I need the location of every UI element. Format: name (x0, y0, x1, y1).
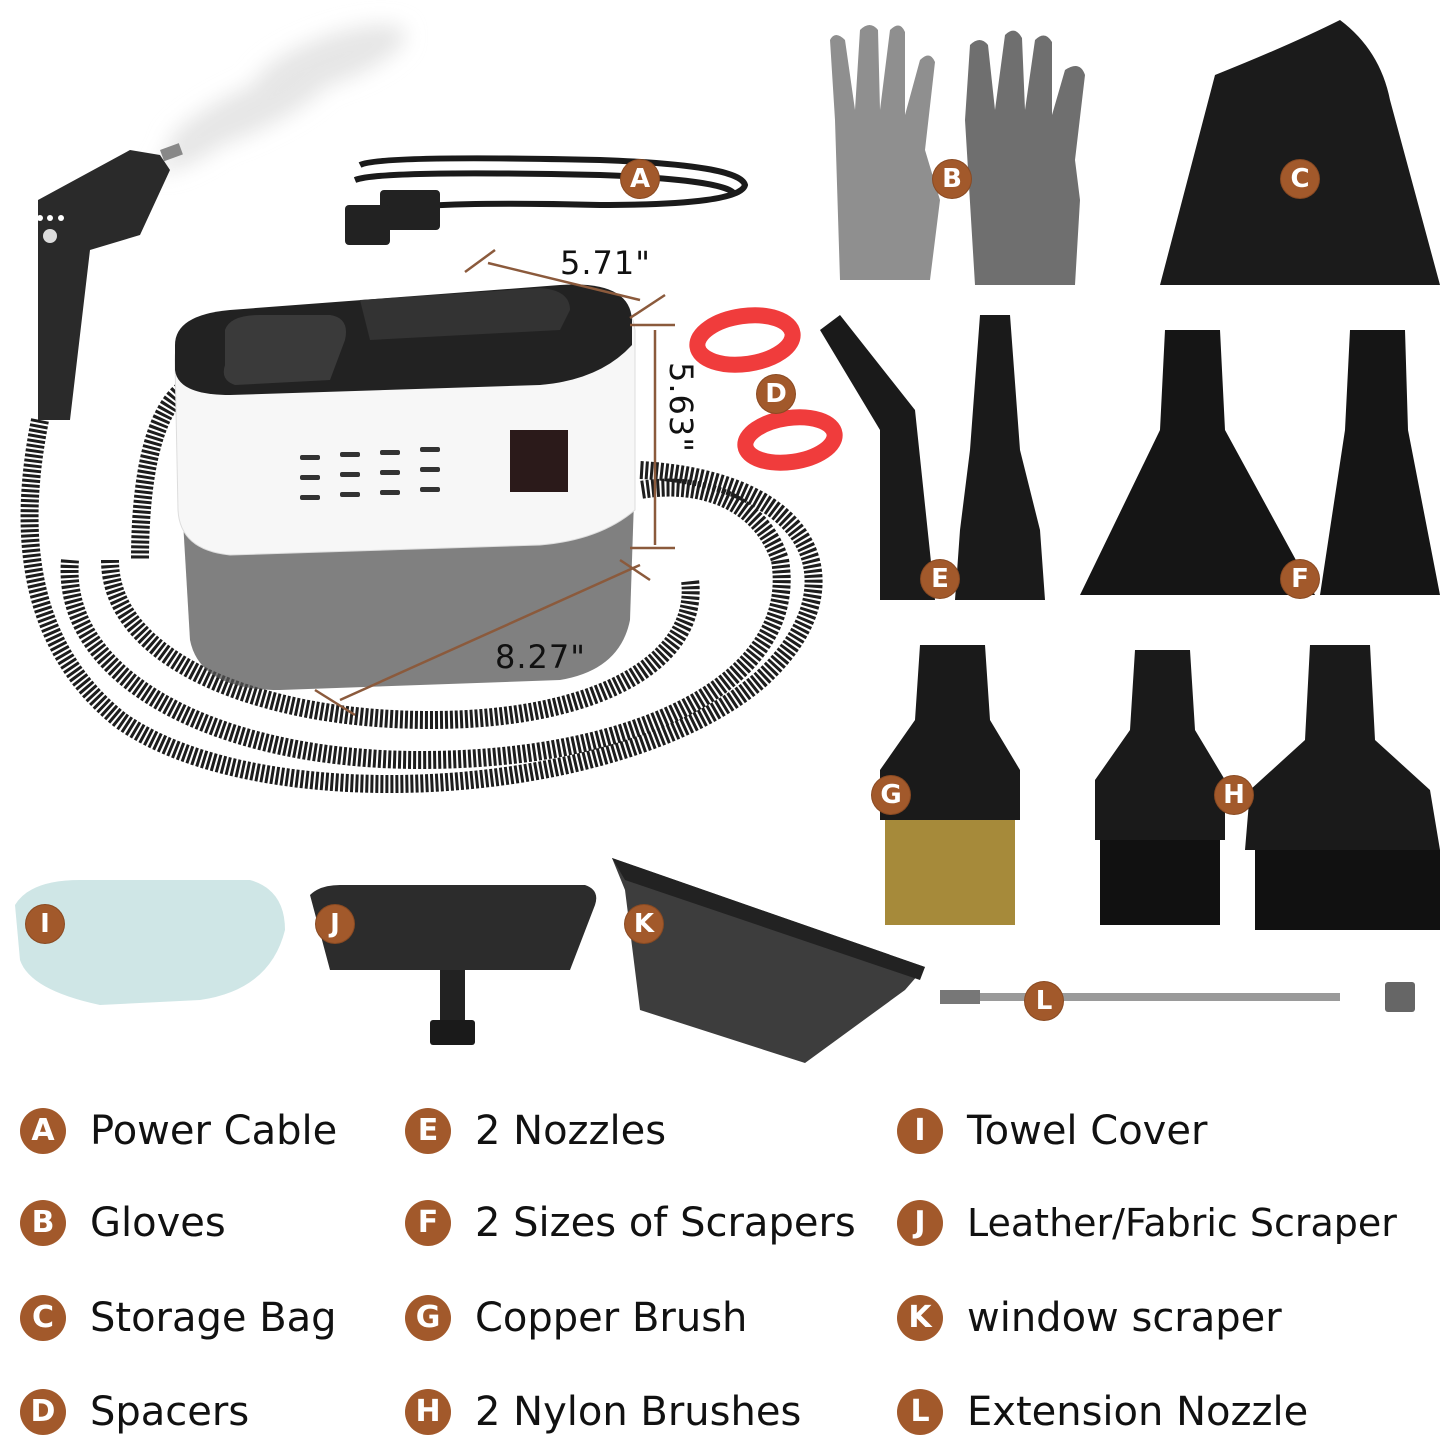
legend-item-e: E 2 Nozzles (405, 1106, 666, 1156)
scrapers-image (1080, 330, 1440, 595)
steam-gun (37, 143, 183, 420)
power-cable-image (345, 155, 749, 245)
legend-item-g: G Copper Brush (405, 1293, 747, 1343)
legend-label: window scraper (967, 1295, 1282, 1341)
legend-badge: K (897, 1295, 943, 1341)
legend-item-d: D Spacers (20, 1387, 249, 1437)
nylon-brushes-image (1095, 645, 1440, 930)
dimension-height: 5.63" (662, 362, 700, 453)
dimension-width: 5.71" (560, 244, 651, 282)
legend-label: Storage Bag (90, 1295, 337, 1341)
legend-label: Copper Brush (475, 1295, 748, 1341)
legend-badge: F (405, 1200, 451, 1246)
legend-badge: G (405, 1295, 451, 1341)
callout-j: J (316, 905, 354, 943)
legend-badge: E (405, 1108, 451, 1154)
towel-cover-image (15, 880, 285, 1005)
steam-cloud (156, 24, 406, 173)
window-scraper-image (612, 858, 925, 1063)
legend-item-c: C Storage Bag (20, 1293, 337, 1343)
steam-cleaner-unit (174, 284, 636, 690)
copper-brush-image (880, 645, 1020, 925)
legend-badge: L (897, 1389, 943, 1435)
legend-item-h: H 2 Nylon Brushes (405, 1387, 801, 1437)
legend-item-k: K window scraper (897, 1293, 1282, 1343)
legend-item-l: L Extension Nozzle (897, 1387, 1308, 1437)
legend-item-b: B Gloves (20, 1198, 226, 1248)
extension-nozzle-image (940, 982, 1415, 1012)
callout-g: G (872, 776, 910, 814)
nozzles-image (820, 315, 1045, 600)
callout-c: C (1281, 160, 1319, 198)
callout-d: D (757, 375, 795, 413)
callout-b: B (933, 160, 971, 198)
legend-badge: D (20, 1389, 66, 1435)
legend-label: Towel Cover (967, 1108, 1208, 1154)
legend-label: Leather/Fabric Scraper (967, 1201, 1397, 1245)
callout-l: L (1025, 982, 1063, 1020)
callout-k: K (625, 905, 663, 943)
legend-item-f: F 2 Sizes of Scrapers (405, 1198, 856, 1248)
legend-badge: I (897, 1108, 943, 1154)
legend-badge: A (20, 1108, 66, 1154)
legend-item-a: A Power Cable (20, 1106, 337, 1156)
legend-label: Power Cable (90, 1108, 338, 1154)
callout-a: A (621, 160, 659, 198)
legend-badge: B (20, 1200, 66, 1246)
legend-label: Gloves (90, 1200, 226, 1246)
callout-h: H (1215, 776, 1253, 814)
legend-badge: H (405, 1389, 451, 1435)
legend-label: Extension Nozzle (967, 1389, 1309, 1435)
legend-label: 2 Nozzles (475, 1108, 667, 1154)
legend-badge: J (897, 1200, 943, 1246)
callout-f: F (1281, 560, 1319, 598)
dimension-lines (314, 248, 675, 717)
legend-item-i: I Towel Cover (897, 1106, 1207, 1156)
fabric-scraper-image (310, 885, 597, 1045)
legend-item-j: J Leather/Fabric Scraper (897, 1198, 1397, 1248)
product-illustration: 5.71" 5.63" 8.27" (15, 20, 1440, 1063)
legend-label: 2 Sizes of Scrapers (475, 1200, 856, 1246)
spacers-image (689, 307, 843, 471)
callout-i: I (26, 905, 64, 943)
legend-badge: C (20, 1295, 66, 1341)
legend-label: Spacers (90, 1389, 250, 1435)
storage-bag-image (1160, 20, 1440, 285)
callout-e: E (921, 560, 959, 598)
legend-label: 2 Nylon Brushes (475, 1389, 802, 1435)
dimension-length: 8.27" (495, 638, 586, 676)
accessory-legend: A Power Cable B Gloves C Storage Bag D S… (0, 1100, 1445, 1440)
gloves-image (830, 25, 1085, 285)
